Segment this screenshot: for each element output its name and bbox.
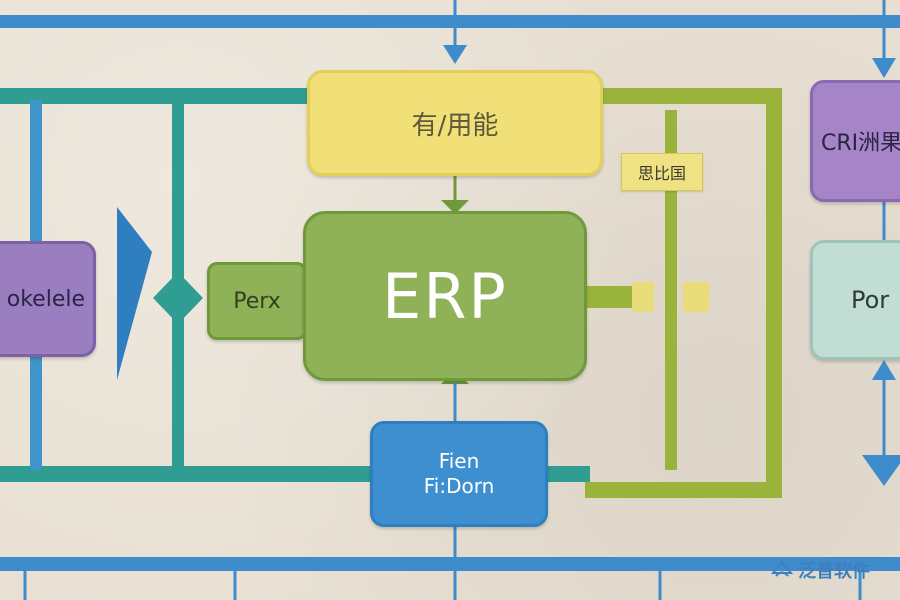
watermark-logo-icon — [770, 560, 794, 577]
right-purple-module-label: CRI洲果 — [821, 131, 900, 156]
bottom-module-box: Fien Fi:Dorn — [370, 421, 548, 527]
erp-core-box: ERP — [303, 211, 587, 381]
top-module-box: 有/用能 — [307, 70, 603, 176]
watermark: 泛普软件 — [770, 556, 870, 584]
olive-inner-post — [665, 110, 677, 470]
right-top-arrow-icon — [872, 58, 896, 78]
bottom-blue-bar — [0, 557, 900, 571]
right-purple-module-box: CRI洲果 — [810, 80, 900, 202]
yellow-to-erp-arrow-icon — [441, 200, 469, 214]
bottom-module-line2: Fi:Dorn — [423, 474, 495, 498]
left-purple-module-label: okelele — [6, 286, 85, 312]
olive-top-rail — [600, 88, 780, 104]
right-up-arrow-icon — [872, 360, 896, 380]
right-teal-module-label: Por — [851, 286, 890, 314]
left-diamond-shape — [153, 272, 203, 324]
bottom-ticks — [23, 571, 862, 600]
right-down-arrow-icon — [862, 455, 900, 486]
left-green-module-box: Perx — [207, 262, 307, 340]
olive-right-post — [766, 88, 782, 498]
olive-bottom-rail — [585, 482, 782, 498]
top-blue-bar — [0, 15, 900, 28]
olive-erp-connector — [578, 286, 638, 308]
watermark-text: 泛普软件 — [798, 561, 870, 582]
erp-yellow-tab-b — [683, 282, 709, 312]
right-teal-module-box: Por — [810, 240, 900, 360]
top-drop-arrow-icon — [443, 45, 467, 64]
top-module-label: 有/用能 — [411, 110, 499, 141]
erp-core-label: ERP — [382, 259, 508, 333]
left-green-module-label: Perx — [233, 288, 281, 314]
bottom-module-line1: Fien — [438, 449, 480, 473]
left-chevron-shape — [117, 207, 152, 380]
teal-top-rail — [0, 88, 310, 104]
left-purple-module-box: okelele — [0, 241, 96, 357]
erp-yellow-tab-a — [632, 282, 654, 312]
connector-tag: 思比国 — [621, 153, 703, 191]
connector-tag-label: 思比国 — [637, 164, 686, 183]
